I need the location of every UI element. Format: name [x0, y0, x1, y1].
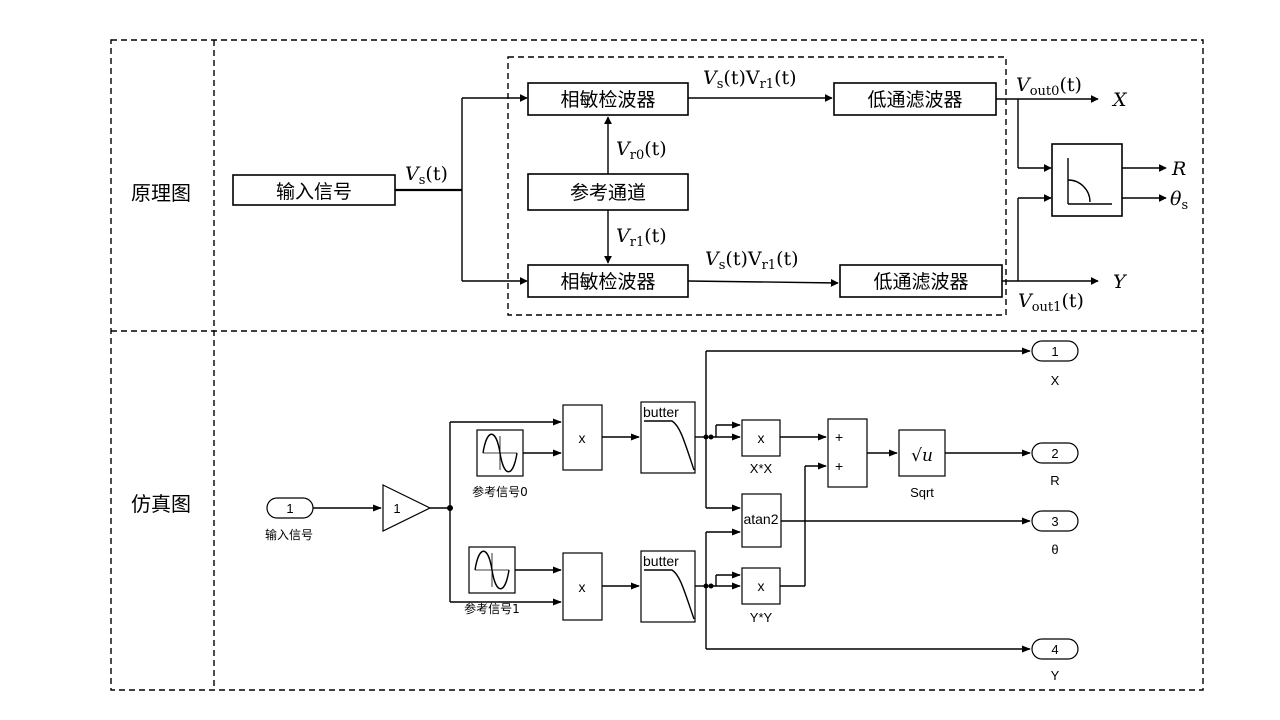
atan2-op: atan2: [743, 511, 778, 527]
sum-sign-2: +: [835, 458, 843, 474]
lowpass-response-icon: [644, 420, 695, 471]
polar-converter-icon: [1067, 158, 1112, 205]
simulation-section-label: 仿真图: [131, 492, 191, 516]
inport-1-number: 1: [286, 501, 293, 516]
sum-sign-1: +: [835, 429, 843, 445]
ref0-label: 参考信号0: [472, 484, 528, 499]
square-y-op: x: [758, 578, 765, 594]
square-y-label: Y*Y: [750, 610, 773, 625]
square-x-label: X*X: [750, 461, 773, 476]
gain-value: 1: [393, 501, 400, 516]
output-x-label: X: [1111, 89, 1128, 111]
multiplier-top-op: x: [579, 430, 586, 446]
outport-3-number: 3: [1051, 514, 1058, 529]
outport-2-number: 2: [1051, 446, 1058, 461]
butter-top-label: butter: [643, 404, 679, 420]
square-x-op: x: [758, 430, 765, 446]
signal-vs-label: Vs(t): [405, 163, 448, 188]
sum-block[interactable]: [827, 418, 868, 488]
outport-2[interactable]: [1031, 442, 1079, 464]
psd-top-block[interactable]: [527, 82, 689, 116]
square-x-block[interactable]: [741, 419, 781, 457]
square-y-block[interactable]: [741, 567, 781, 605]
outport-2-label: R: [1050, 473, 1059, 488]
outport-1[interactable]: [1031, 340, 1079, 362]
outport-3-label: θ: [1051, 542, 1058, 557]
sqrt-symbol: √u: [911, 446, 933, 466]
sqrt-label: Sqrt: [910, 485, 934, 500]
multiplier-bottom-op: x: [579, 579, 586, 595]
lowpass-response-icon: [644, 569, 695, 620]
butter-bottom-label: butter: [643, 553, 679, 569]
reference-channel-label: 参考通道: [570, 182, 646, 204]
input-signal-label: 输入信号: [276, 181, 352, 203]
lpf-top-label: 低通滤波器: [867, 89, 962, 111]
principle-diagram: 输入信号 Vs(t) 相敏检波器 相敏检波器 参考通道 Vr0(t) Vr1(t…: [232, 56, 1188, 316]
polar-converter-block[interactable]: [1051, 143, 1123, 217]
psd-bottom-block[interactable]: [527, 264, 689, 298]
sine-wave-icon: [474, 550, 510, 590]
output-r-label: R: [1171, 158, 1186, 180]
multiplier-top-block[interactable]: [562, 404, 603, 471]
signal-vout0-label: Vout0(t): [1016, 74, 1082, 99]
output-y-label: Y: [1113, 271, 1128, 293]
signal-vr0-label: Vr0(t): [616, 138, 667, 163]
butter-top-block[interactable]: [640, 401, 696, 474]
signal-vout1-label: Vout1(t): [1018, 290, 1084, 315]
outport-1-label: X: [1051, 373, 1060, 388]
reference-channel-block[interactable]: [527, 173, 689, 211]
sine-wave-icon: [482, 433, 518, 473]
simulation-diagram: 1 输入信号 1 参考信号0 参考信号1 x x: [265, 340, 1079, 683]
lockin-core-boundary: [507, 56, 1007, 316]
outer-frame: [110, 39, 1204, 691]
outport-4-label: Y: [1051, 668, 1060, 683]
psd-bottom-label: 相敏检波器: [560, 271, 655, 293]
atan2-block[interactable]: [741, 493, 782, 548]
inport-1-label: 输入信号: [265, 527, 313, 542]
gain-block[interactable]: [382, 484, 432, 532]
outport-4[interactable]: [1031, 638, 1079, 660]
psd-top-label: 相敏检波器: [560, 89, 655, 111]
outport-1-number: 1: [1051, 344, 1058, 359]
output-theta-label: θs: [1170, 188, 1188, 213]
signal-vr1-label: Vr1(t): [616, 225, 667, 250]
multiplier-bottom-block[interactable]: [562, 552, 603, 621]
product-top-label: Vs(t)Vr1(t): [703, 67, 797, 92]
outport-3[interactable]: [1031, 510, 1079, 532]
outport-4-number: 4: [1051, 642, 1058, 657]
butter-bottom-block[interactable]: [640, 550, 696, 623]
ref1-label: 参考信号1: [464, 601, 520, 616]
principle-section-label: 原理图: [131, 181, 191, 205]
product-bottom-label: Vs(t)Vr1(t): [705, 248, 799, 273]
lpf-bottom-label: 低通滤波器: [873, 271, 968, 293]
